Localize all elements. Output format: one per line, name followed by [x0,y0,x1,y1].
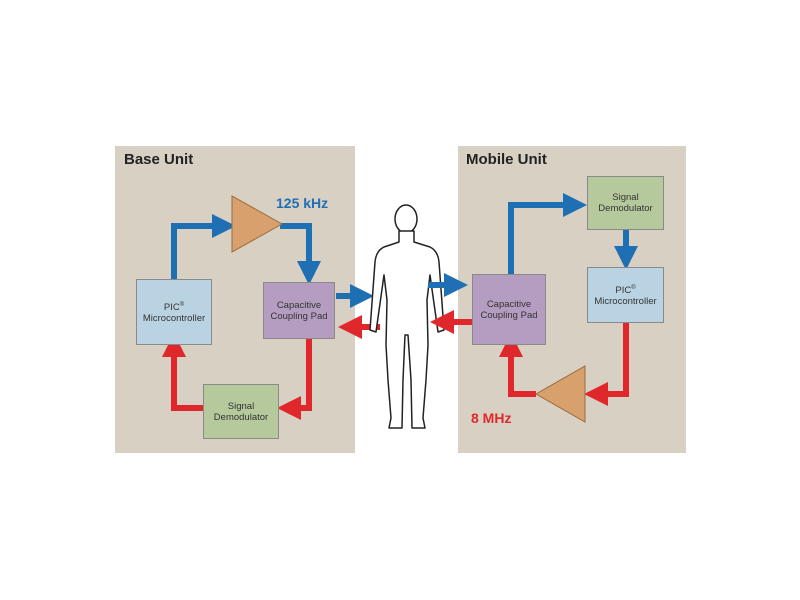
base-pic-label: PIC® [163,301,185,314]
base-pad-label-1: Capacitive [276,299,322,311]
human-silhouette-icon [369,204,445,429]
mobile-demod-label-2: Demodulator [598,203,653,214]
base-red-arrow-to-pic [162,333,203,411]
mobile-frequency-label: 8 MHz [471,410,512,426]
base-blue-arrow-to-pad [280,223,321,285]
mobile-pic-sublabel: Microcontroller [594,296,657,308]
base-capacitive-coupling-pad: Capacitive Coupling Pad [263,282,335,339]
base-frequency-label: 125 kHz [276,195,329,211]
mobile-red-arrow-to-pad [499,333,536,397]
base-pad-label-2: Coupling Pad [270,310,328,322]
mobile-demod-label-1: Signal [612,192,639,203]
base-demod-label-2: Demodulator [213,411,269,423]
base-amplifier-icon [231,195,284,253]
mobile-amplifier-icon [534,365,586,423]
base-blue-arrow-to-amp [171,214,236,279]
base-signal-demodulator: Signal Demodulator [203,384,279,439]
mobile-pad-label-1: Capacitive [486,298,532,310]
base-pic-sublabel: Microcontroller [142,313,206,325]
base-red-arrow-to-demod [277,339,312,420]
mobile-blue-arrow-to-demod [508,193,587,274]
base-unit-title: Base Unit [124,151,194,168]
mobile-pic-label: PIC® [615,284,636,297]
base-demod-label-1: Signal [227,400,255,412]
mobile-pic-microcontroller: PIC® Microcontroller [587,267,664,323]
mobile-signal-demodulator: Signal Demodulator [587,176,664,230]
mobile-unit-title: Mobile Unit [466,151,547,168]
mobile-pad-label-2: Coupling Pad [480,309,538,321]
base-pic-microcontroller: PIC® Microcontroller [136,279,212,345]
mobile-red-arrow-to-amp [584,322,629,406]
mobile-capacitive-coupling-pad: Capacitive Coupling Pad [472,274,546,345]
